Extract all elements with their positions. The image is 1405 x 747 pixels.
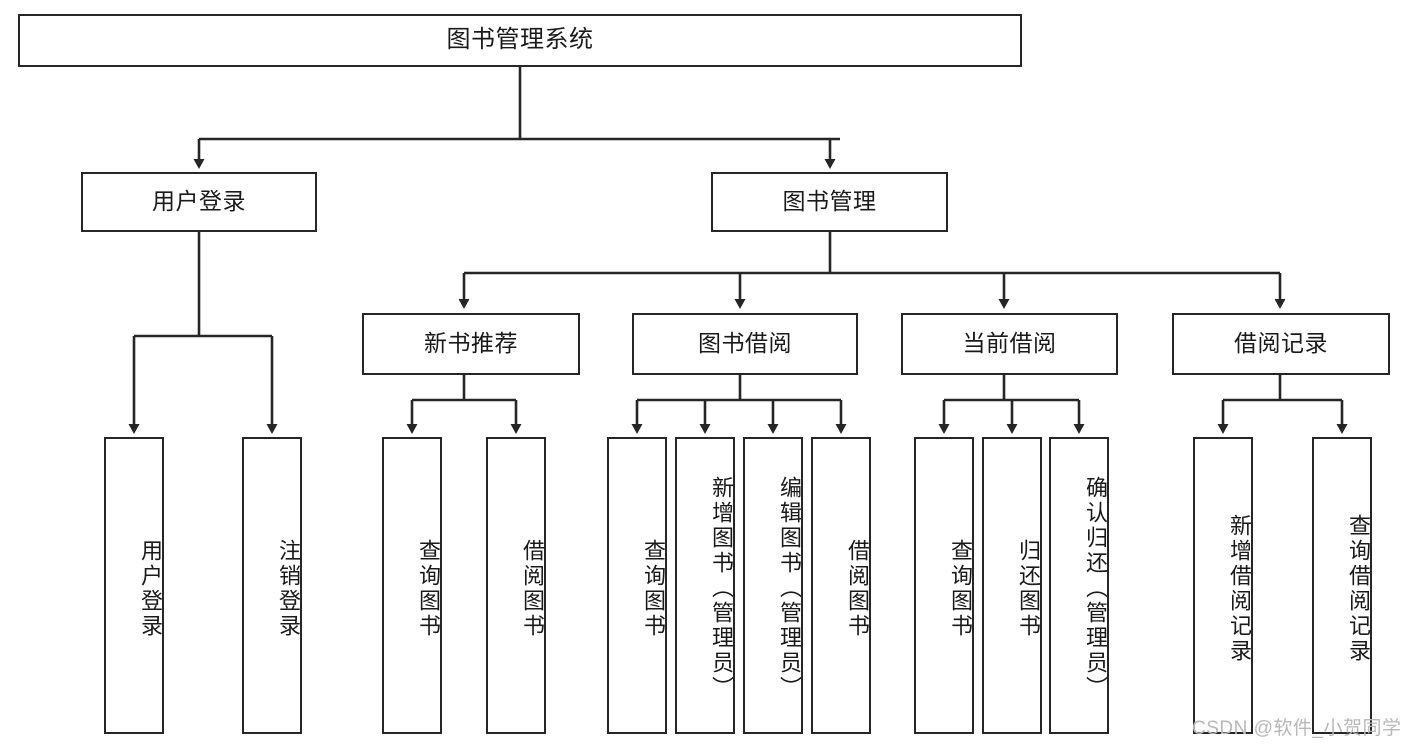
node-label: 新书推荐 xyxy=(424,330,518,357)
node-label: 确认归还（管理员） xyxy=(1083,476,1108,701)
node-label: 图书管理 xyxy=(782,188,877,215)
node-label: 新增图书（管理员） xyxy=(709,476,734,701)
node-user-login[interactable]: 用户登录 xyxy=(81,172,317,232)
node-label: 查询借阅记录 xyxy=(1346,513,1371,664)
leaf-current-borrow-confirm-return-admin[interactable]: 确认归还（管理员） xyxy=(1049,437,1109,734)
leaf-borrow-record-query-record[interactable]: 查询借阅记录 xyxy=(1312,437,1372,734)
leaf-current-borrow-return-book[interactable]: 归还图书 xyxy=(982,437,1042,734)
node-label: 查询图书 xyxy=(416,538,441,639)
node-current-borrow[interactable]: 当前借阅 xyxy=(901,313,1118,375)
node-root-book-management-system[interactable]: 图书管理系统 xyxy=(18,14,1022,67)
node-label: 注销登录 xyxy=(276,538,301,639)
node-label: 图书借阅 xyxy=(698,330,792,357)
leaf-book-borrow-add-book-admin[interactable]: 新增图书（管理员） xyxy=(675,437,735,734)
node-book-borrow[interactable]: 图书借阅 xyxy=(632,313,858,375)
leaf-current-borrow-query-book[interactable]: 查询图书 xyxy=(914,437,974,734)
node-label: 借阅图书 xyxy=(520,538,545,639)
node-label: 用户登录 xyxy=(138,538,163,639)
leaf-user-login-logout[interactable]: 注销登录 xyxy=(242,437,302,734)
node-label: 当前借阅 xyxy=(962,330,1057,357)
leaf-book-borrow-borrow-book[interactable]: 借阅图书 xyxy=(811,437,871,734)
csdn-watermark: CSDN @软件_小贺同学 xyxy=(1192,713,1401,740)
leaf-book-borrow-edit-book-admin[interactable]: 编辑图书（管理员） xyxy=(743,437,803,734)
leaf-book-borrow-query-book[interactable]: 查询图书 xyxy=(607,437,667,734)
node-label: 图书管理系统 xyxy=(446,26,594,54)
node-label: 查询图书 xyxy=(641,538,666,639)
leaf-new-book-query-book[interactable]: 查询图书 xyxy=(382,437,442,734)
node-label: 用户登录 xyxy=(152,188,246,215)
node-borrow-record[interactable]: 借阅记录 xyxy=(1172,313,1390,375)
watermark-text: CSDN @软件_小贺同学 xyxy=(1192,718,1402,739)
node-label: 查询图书 xyxy=(948,538,973,639)
node-label: 借阅图书 xyxy=(845,538,870,639)
node-label: 借阅记录 xyxy=(1234,330,1328,357)
node-label: 归还图书 xyxy=(1016,538,1041,639)
node-book-management[interactable]: 图书管理 xyxy=(711,172,948,232)
node-label: 新增借阅记录 xyxy=(1227,513,1252,664)
leaf-borrow-record-add-record[interactable]: 新增借阅记录 xyxy=(1193,437,1253,734)
node-label: 编辑图书（管理员） xyxy=(777,476,802,701)
leaf-new-book-borrow-book[interactable]: 借阅图书 xyxy=(486,437,546,734)
leaf-user-login-login[interactable]: 用户登录 xyxy=(104,437,164,734)
node-new-book-recommend[interactable]: 新书推荐 xyxy=(362,313,580,375)
